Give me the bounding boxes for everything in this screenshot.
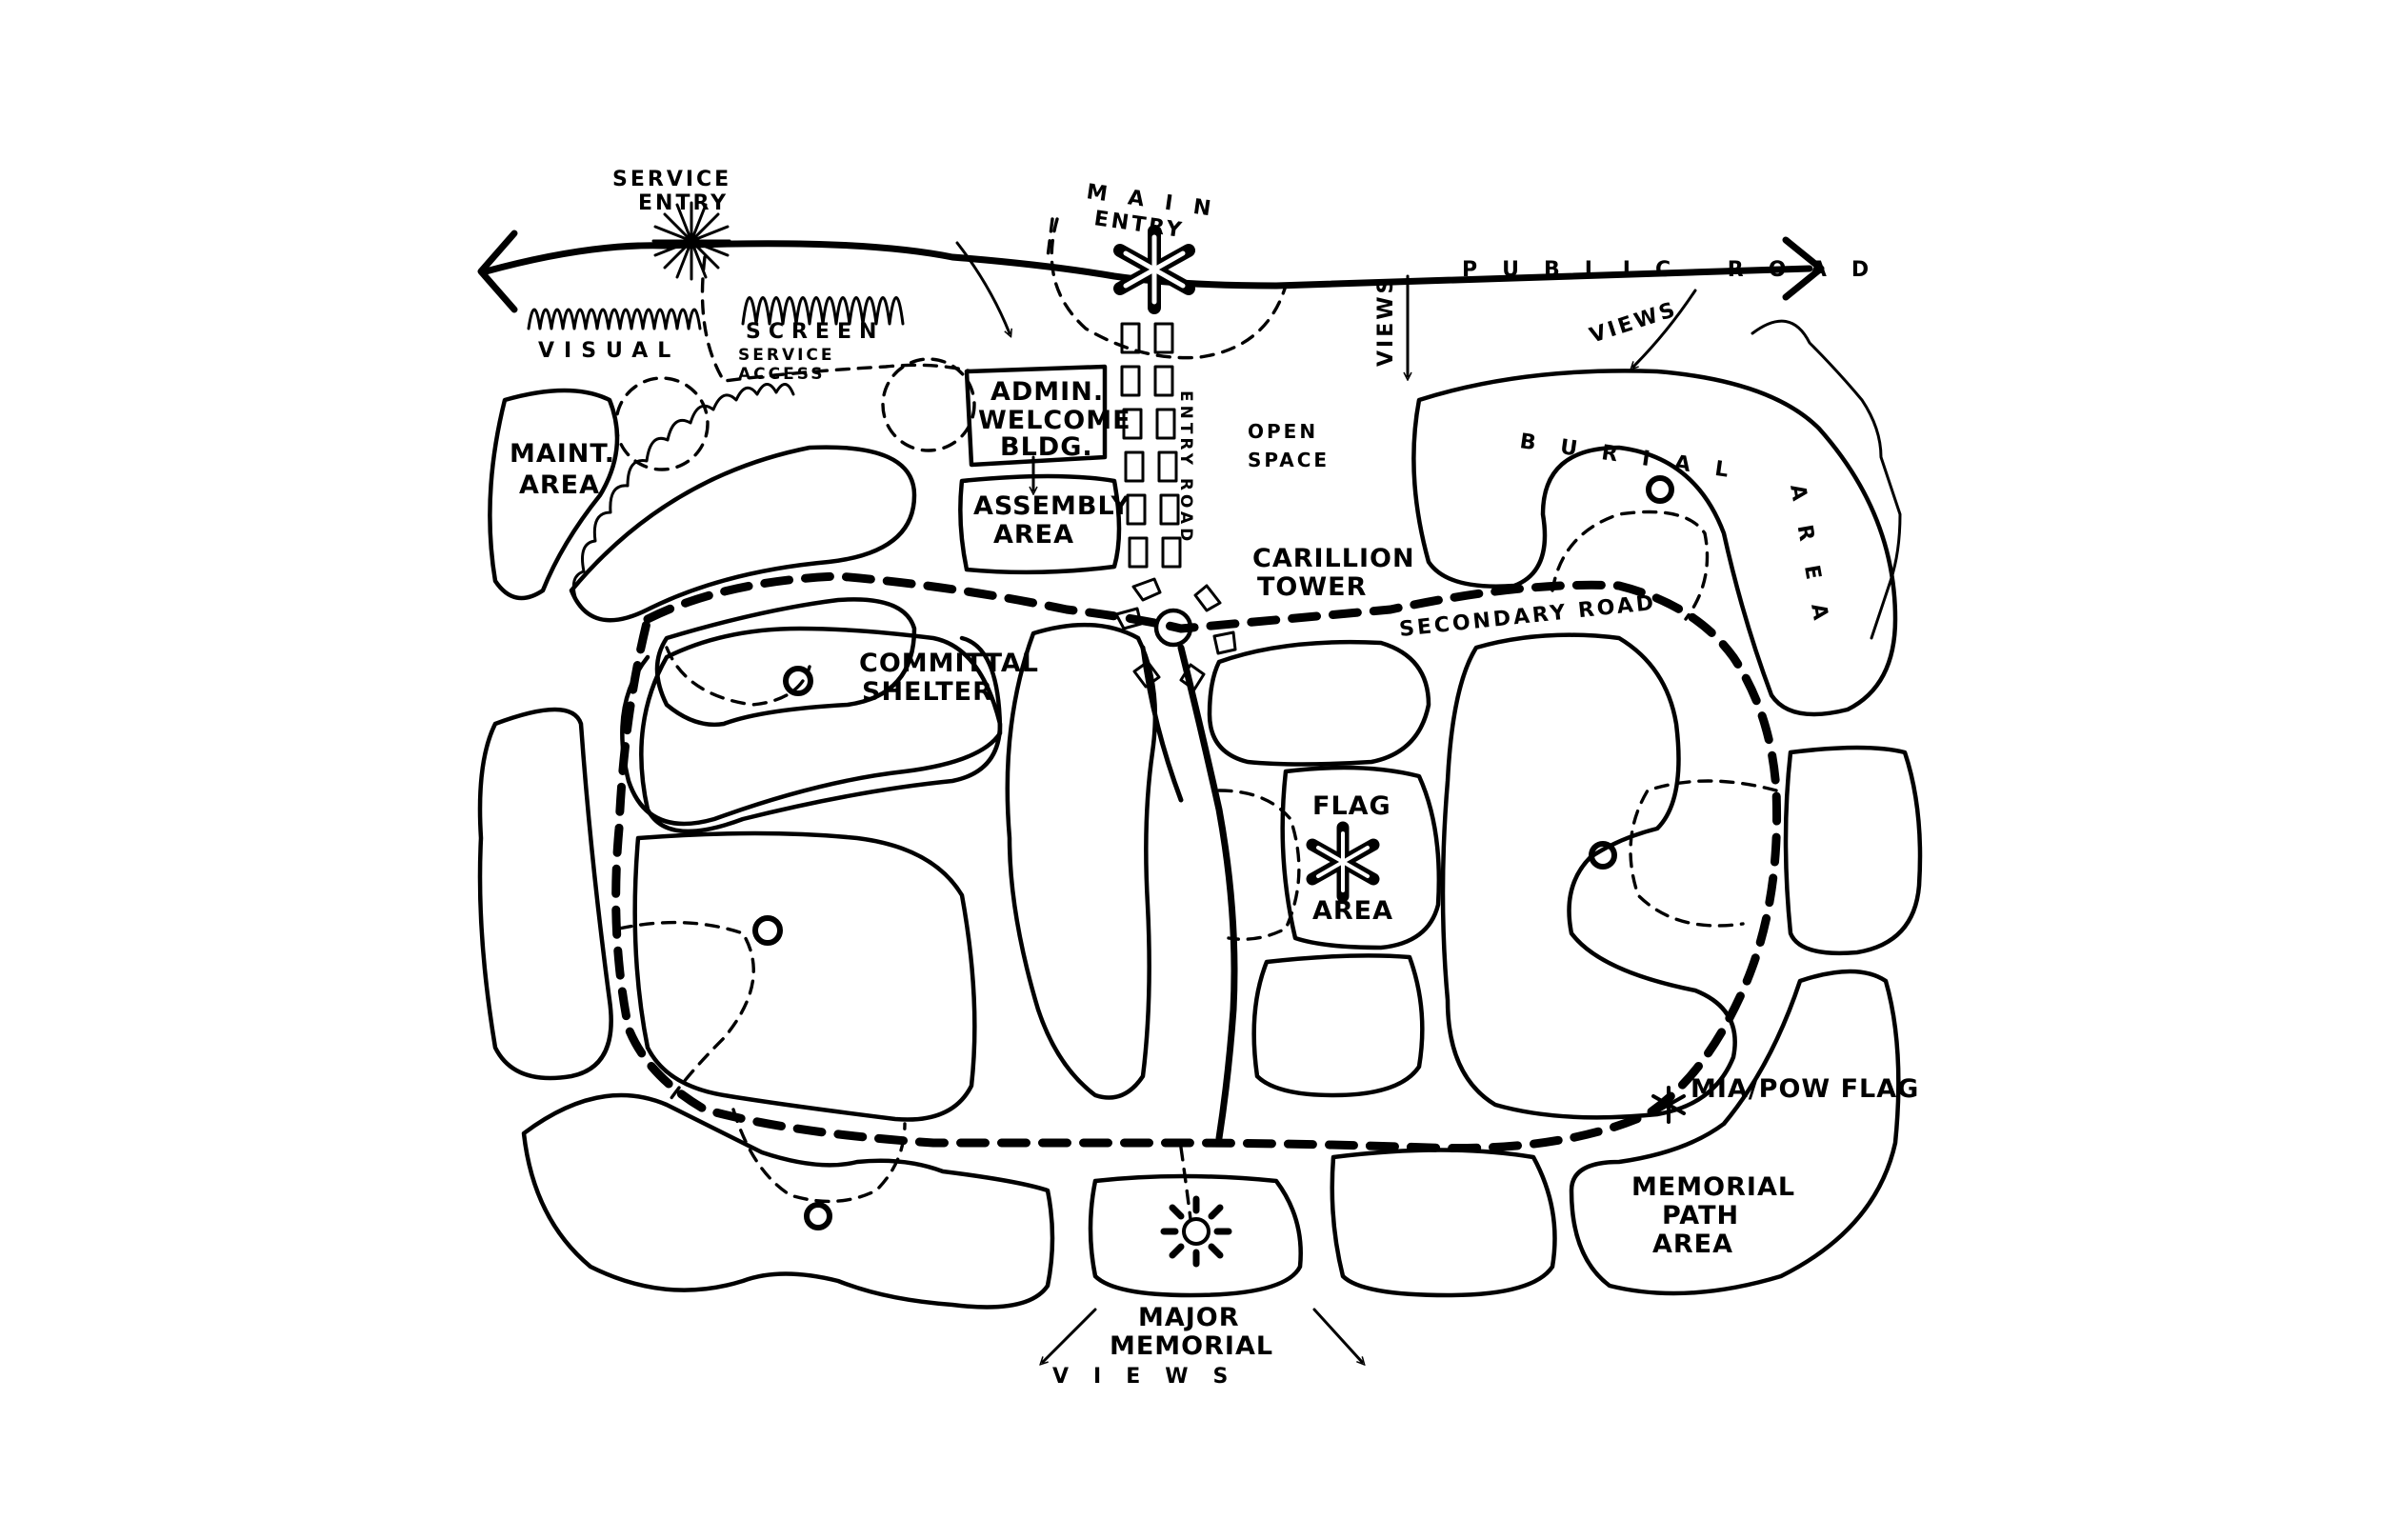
cul-de-sac-paths	[617, 510, 1778, 1221]
carillon-label-2: TOWER	[1257, 572, 1367, 602]
east-mid-section	[1440, 632, 1737, 1120]
center-right-lower	[1251, 953, 1425, 1098]
burial-area	[1411, 369, 1898, 717]
service-entry-label: SERVICE	[612, 168, 731, 191]
service-entry-label-2: ENTRY	[638, 191, 729, 215]
flag-label: FLAG	[1312, 791, 1391, 821]
admin-label: ADMIN.	[990, 377, 1104, 407]
flag-area-label: AREA	[1312, 896, 1393, 926]
major-memorial-label-2: MEMORIAL	[1110, 1331, 1273, 1361]
berm-planting	[571, 383, 795, 602]
center-left-section	[1005, 622, 1158, 1100]
arrow-icon	[955, 241, 1697, 1362]
memorial-path-label-2: PATH	[1662, 1201, 1739, 1230]
entry-road-label: ENTRY ROAD	[1176, 390, 1195, 545]
views-bottom-label: VIEWS	[1052, 1365, 1252, 1389]
asterisk-icon	[1113, 225, 1195, 314]
starburst-icon	[651, 201, 731, 281]
entry-road-paving	[1120, 322, 1182, 569]
screen-label: SCREEN	[746, 320, 884, 344]
major-memorial-area	[1088, 1173, 1303, 1298]
memorial-path-label-3: AREA	[1652, 1230, 1733, 1259]
public-road-label: PUBLIC ROAD	[1462, 258, 1893, 282]
secondary-road	[611, 571, 1782, 1153]
major-memorial-label: MAJOR	[1138, 1303, 1240, 1332]
south-center-section	[1330, 1148, 1557, 1298]
service-access-label-2: ACCESS	[738, 365, 825, 384]
service-access-label: SERVICE	[738, 346, 835, 365]
assembly-label-2: AREA	[993, 520, 1074, 550]
committal-section	[620, 597, 1003, 827]
west-upper-section	[639, 626, 1003, 834]
southwest-section	[521, 1092, 1055, 1310]
west-mid-section	[632, 830, 977, 1122]
visual-label: VISUAL	[538, 339, 680, 363]
maint-label: MAINT.	[510, 439, 615, 469]
committal-label: COMMITTAL	[859, 649, 1039, 678]
flag-area	[1280, 765, 1442, 950]
carillon-tower	[1114, 577, 1237, 691]
assembly-area	[958, 455, 1122, 575]
east-outer-section	[1783, 745, 1923, 956]
west-outer-section	[477, 707, 613, 1081]
open-space-label-2: SPACE	[1248, 449, 1330, 471]
mia-pow-label: MIA/POW FLAG	[1691, 1074, 1919, 1104]
section-blobs	[477, 369, 1923, 1310]
sun-icon	[1160, 1195, 1232, 1268]
public-road	[477, 230, 1825, 313]
admin-label-2: WELCOME	[978, 406, 1131, 435]
screen-berm	[569, 445, 917, 623]
committal-label-2: SHELTER	[862, 677, 993, 707]
circle-marker-icon	[752, 475, 1674, 1230]
admin-label-3: BLDG.	[1000, 432, 1093, 462]
center-right-upper	[1207, 639, 1431, 767]
assembly-label: ASSEMBLY	[973, 491, 1130, 521]
flag-asterisk-icon	[1306, 821, 1380, 903]
carillon-label: CARILLION	[1252, 544, 1415, 573]
memorial-path-area	[1569, 969, 1901, 1296]
maint-label-2: AREA	[519, 470, 600, 500]
burial-area-label: AREA	[1785, 483, 1836, 647]
views-top-label: VIEWS	[1374, 276, 1398, 367]
memorial-path-label: MEMORIAL	[1631, 1172, 1795, 1202]
mia-pow-asterisk-icon	[1651, 1086, 1686, 1124]
open-space-label: OPEN	[1248, 420, 1318, 443]
admin-welcome-building	[964, 364, 1108, 468]
maint-area	[488, 388, 620, 601]
views-top-right-label: VIEWS	[1587, 297, 1680, 348]
main-entry-zone	[1046, 217, 1288, 360]
